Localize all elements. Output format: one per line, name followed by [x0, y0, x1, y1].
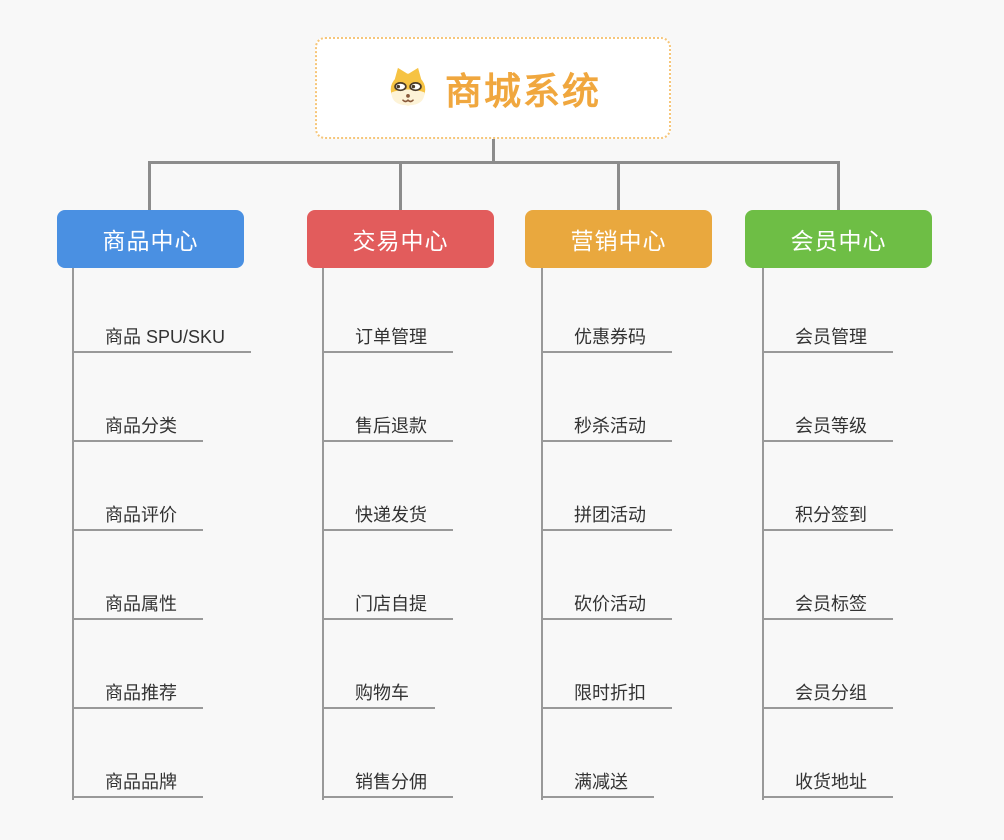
- leaf-node[interactable]: 积分签到: [762, 501, 893, 531]
- leaf-node[interactable]: 秒杀活动: [541, 412, 672, 442]
- root-node[interactable]: 商城系统: [315, 37, 671, 139]
- root-label: 商城系统: [445, 71, 601, 112]
- connector-drop-trade: [399, 161, 402, 210]
- connector-drop-product: [148, 161, 151, 210]
- leaf-node[interactable]: 会员等级: [762, 412, 893, 442]
- dog-face-icon: [385, 65, 431, 111]
- leaf-node[interactable]: 会员标签: [762, 590, 893, 620]
- leaf-node[interactable]: 商品推荐: [72, 679, 203, 709]
- branch-label: 会员中心: [790, 228, 887, 254]
- leaf-node[interactable]: 订单管理: [322, 323, 453, 353]
- connector-root-stem: [492, 138, 495, 164]
- leaf-node[interactable]: 商品属性: [72, 590, 203, 620]
- branch-spine-product: [72, 268, 74, 800]
- leaf-node[interactable]: 收货地址: [762, 768, 893, 798]
- connector-bus: [148, 161, 840, 164]
- leaf-node[interactable]: 门店自提: [322, 590, 453, 620]
- leaf-node[interactable]: 会员分组: [762, 679, 893, 709]
- branch-spine-marketing: [541, 268, 543, 800]
- branch-label: 商品中心: [102, 228, 199, 254]
- branch-label: 营销中心: [570, 228, 667, 254]
- branch-label: 交易中心: [352, 228, 449, 254]
- leaf-node[interactable]: 会员管理: [762, 323, 893, 353]
- leaf-node[interactable]: 砍价活动: [541, 590, 672, 620]
- leaf-node[interactable]: 购物车: [322, 679, 435, 709]
- branch-spine-trade: [322, 268, 324, 800]
- leaf-node[interactable]: 商品评价: [72, 501, 203, 531]
- leaf-node[interactable]: 限时折扣: [541, 679, 672, 709]
- branch-node-marketing-center[interactable]: 营销中心: [525, 210, 712, 268]
- branch-node-trade-center[interactable]: 交易中心: [307, 210, 494, 268]
- leaf-node[interactable]: 销售分佣: [322, 768, 453, 798]
- leaf-node[interactable]: 满减送: [541, 768, 654, 798]
- leaf-node[interactable]: 快递发货: [322, 501, 453, 531]
- connector-drop-member: [837, 161, 840, 210]
- leaf-node[interactable]: 商品 SPU/SKU: [72, 323, 252, 353]
- leaf-node[interactable]: 售后退款: [322, 412, 453, 442]
- leaf-node[interactable]: 优惠券码: [541, 323, 672, 353]
- branch-node-member-center[interactable]: 会员中心: [745, 210, 932, 268]
- branch-node-product-center[interactable]: 商品中心: [57, 210, 244, 268]
- leaf-node[interactable]: 拼团活动: [541, 501, 672, 531]
- connector-drop-marketing: [617, 161, 620, 210]
- branch-spine-member: [762, 268, 764, 800]
- leaf-node[interactable]: 商品分类: [72, 412, 203, 442]
- leaf-node[interactable]: 商品品牌: [72, 768, 203, 798]
